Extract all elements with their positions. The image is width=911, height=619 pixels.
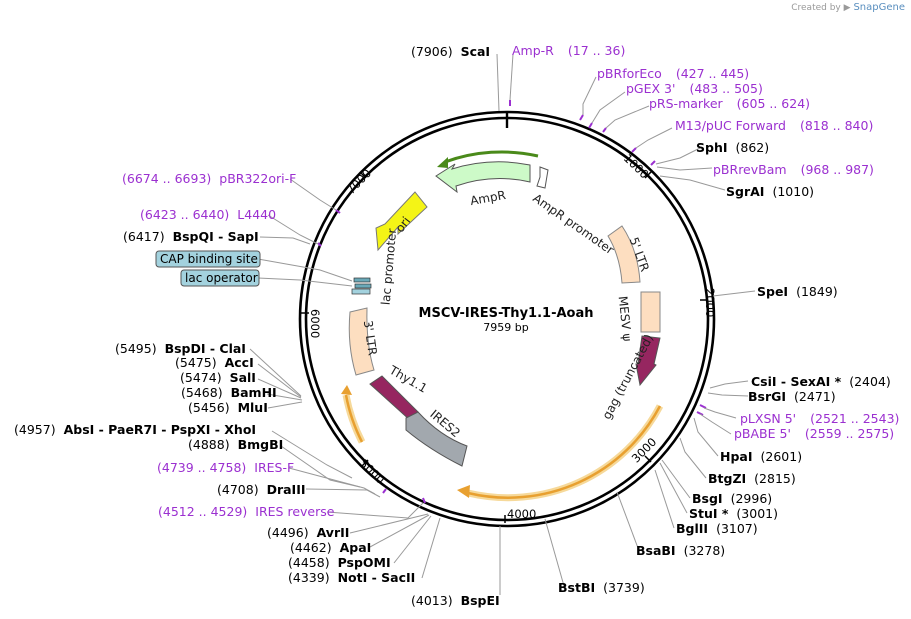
lac-operator-label: lac operator bbox=[185, 271, 258, 285]
enzyme-label-absi-xhoi: (4957)AbsI - PaeR7I - PspXI - XhoI bbox=[14, 422, 256, 437]
enzyme-label-btgzi: BtgZI(2815) bbox=[708, 471, 796, 486]
credit-brand: SnapGene bbox=[853, 2, 905, 13]
primer-label-plxsn: pLXSN 5'(2521 .. 2543) bbox=[740, 411, 899, 426]
ampr-orf-arc bbox=[444, 150, 539, 164]
credit-prefix: Created by bbox=[791, 3, 841, 13]
enzyme-label-spei: SpeI(1849) bbox=[757, 284, 838, 299]
orf-arrowhead bbox=[457, 485, 470, 498]
ampr-promoter-feature[interactable] bbox=[536, 166, 549, 189]
ampr-feature[interactable] bbox=[435, 161, 531, 194]
enzyme-label-acci: (5475)AccI bbox=[175, 355, 254, 370]
enzyme-label-avrii: (4496)AvrII bbox=[267, 525, 349, 540]
orf-left-arrowhead bbox=[341, 385, 352, 395]
orf-left-arc bbox=[344, 394, 364, 443]
tick-mark-1000 bbox=[644, 171, 652, 179]
ampr-label: AmpR bbox=[469, 188, 507, 208]
enzyme-label-sgrai: SgrAI(1010) bbox=[726, 184, 814, 199]
enzyme-label-mlui: (5456)MluI bbox=[188, 400, 268, 415]
mesv-psi-feature[interactable] bbox=[640, 291, 661, 333]
tick-mark-3000 bbox=[644, 455, 652, 463]
gag-feature[interactable] bbox=[635, 335, 661, 387]
primer-label-pgex: pGEX 3'(483 .. 505) bbox=[626, 81, 763, 96]
primer-label-pbr322ori-f: (6674 .. 6693)pBR322ori-F bbox=[122, 171, 296, 186]
tick-mark-7000 bbox=[359, 171, 367, 179]
leader-lines bbox=[249, 53, 756, 595]
lac-promoter-feature[interactable] bbox=[351, 288, 371, 295]
primer-label-pbrrevbam: pBRrevBam(968 .. 987) bbox=[713, 162, 874, 177]
primer-labels: Amp-R(17 .. 36) pBRforEco(427 .. 445) pG… bbox=[122, 43, 899, 519]
enzyme-label-bspqi-sapi: (6417)BspQI - SapI bbox=[123, 229, 259, 244]
enzyme-label-sphi: SphI(862) bbox=[696, 140, 769, 155]
primer-label-ires-f: (4739 .. 4758)IRES-F bbox=[157, 460, 294, 475]
plasmid-size: 7959 bp bbox=[483, 321, 528, 334]
ori-feature[interactable] bbox=[375, 191, 428, 252]
primer-mark-pbrforeco bbox=[579, 114, 584, 121]
primer-mark-pbabe bbox=[696, 411, 704, 416]
primer-label-pbabe: pBABE 5'(2559 .. 2575) bbox=[734, 426, 894, 441]
enzyme-label-bglii: BglII(3107) bbox=[676, 521, 758, 536]
cap-site-mark bbox=[354, 283, 372, 289]
enzyme-label-bsgi: BsgI(2996) bbox=[692, 491, 772, 506]
primer-label-ires-reverse: (4512 .. 4529)IRES reverse bbox=[158, 504, 335, 519]
primer-label-amp-r: Amp-R(17 .. 36) bbox=[512, 43, 625, 58]
ltr5-feature[interactable] bbox=[607, 225, 641, 284]
primer-label-m13-puc-forward: M13/pUC Forward(818 .. 840) bbox=[675, 118, 873, 133]
enzyme-label-scai: (7906)ScaI bbox=[411, 44, 490, 59]
enzyme-label-csii-sexai: CsiI - SexAI *(2404) bbox=[751, 374, 891, 389]
gag-label: gag (truncated) bbox=[599, 332, 656, 422]
tick-label-5000: 5000 bbox=[357, 456, 388, 486]
primer-mark-pbrrevbam bbox=[650, 160, 656, 166]
primer-mark-l4440 bbox=[317, 242, 322, 247]
lac-promoter-label: lac promoter bbox=[379, 228, 400, 306]
enzyme-label-pspomi: (4458)PspOMI bbox=[288, 555, 391, 570]
enzyme-label-bmgbi: (4888)BmgBI bbox=[188, 437, 283, 452]
tick-label-4000: 4000 bbox=[507, 507, 536, 521]
tick-label-2000: 2000 bbox=[703, 288, 717, 317]
lac-operator-mark bbox=[353, 277, 371, 283]
boxed-feature-labels: CAP binding site lac operator bbox=[155, 250, 261, 287]
primer-marks bbox=[317, 100, 707, 504]
enzyme-label-apai: (4462)ApaI bbox=[290, 540, 371, 555]
ltr3-label: 3' LTR bbox=[361, 319, 380, 356]
snapgene-credit: Created by ▶ SnapGene bbox=[791, 2, 905, 13]
primer-label-pbrforeco: pBRforEco(427 .. 445) bbox=[597, 66, 749, 81]
primer-mark-plxsn bbox=[699, 404, 707, 409]
ires2-feature[interactable] bbox=[405, 411, 468, 467]
cap-binding-site-label: CAP binding site bbox=[160, 252, 258, 266]
enzyme-label-bsrgi: BsrGI(2471) bbox=[748, 389, 836, 404]
primer-label-l4440: (6423 .. 6440)L4440 bbox=[140, 207, 276, 222]
enzyme-label-bspei: (4013)BspEI bbox=[411, 593, 500, 608]
enzyme-label-bamhi: (5468)BamHI bbox=[181, 385, 277, 400]
backbone bbox=[298, 110, 716, 528]
primer-label-prs-marker: pRS-marker(605 .. 624) bbox=[649, 96, 810, 111]
backbone-outer-ring bbox=[298, 110, 716, 528]
lac-operator-box[interactable] bbox=[180, 269, 260, 287]
primer-mark-ires-reverse bbox=[422, 497, 426, 504]
snapgene-logo-icon: ▶ bbox=[843, 3, 851, 13]
enzyme-label-bsabi: BsaBI(3278) bbox=[636, 543, 725, 558]
ampr-promoter-label: AmpR promoter bbox=[530, 191, 616, 257]
primer-mark-prs bbox=[602, 127, 607, 133]
enzyme-label-noti-sacii: (4339)NotI - SacII bbox=[288, 570, 415, 585]
plasmid-name: MSCV-IRES-Thy1.1-Aoah bbox=[419, 306, 594, 321]
primer-mark-m13 bbox=[631, 147, 637, 153]
enzyme-label-stui: StuI *(3001) bbox=[689, 506, 778, 521]
enzyme-label-bstbi: BstBI(3739) bbox=[558, 580, 645, 595]
enzyme-label-draiii: (4708)DraIII bbox=[217, 482, 306, 497]
orf-arc bbox=[467, 405, 662, 499]
ampr-orf-arrowhead bbox=[437, 157, 448, 168]
tick-mark-5000 bbox=[361, 459, 369, 467]
cap-binding-site-box[interactable] bbox=[155, 250, 261, 268]
ltr3-feature[interactable] bbox=[348, 307, 375, 376]
primer-mark-pbr322ori bbox=[335, 209, 341, 214]
enzyme-label-sali: (5474)SalI bbox=[180, 370, 256, 385]
primer-mark-pgex bbox=[588, 122, 593, 129]
enzyme-label-hpai: HpaI(2601) bbox=[720, 449, 802, 464]
primer-mark-ires-f bbox=[382, 488, 387, 494]
enzyme-label-bspdi-clai: (5495)BspDI - ClaI bbox=[115, 341, 246, 356]
enzyme-labels: (7906)ScaI SphI(862) SgrAI(1010) SpeI(18… bbox=[14, 44, 891, 608]
mesv-psi-label: MESV ψ bbox=[616, 295, 635, 342]
tick-label-6000: 6000 bbox=[308, 309, 322, 338]
